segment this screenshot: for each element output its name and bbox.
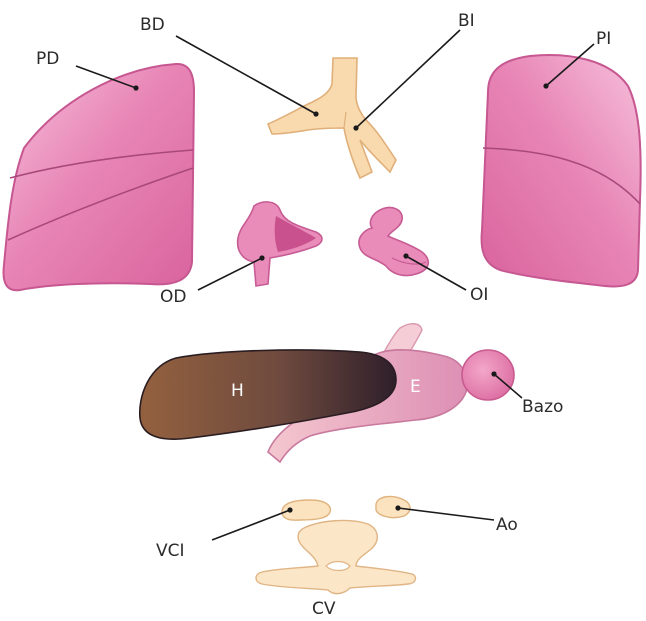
leader-bi <box>356 30 460 128</box>
left-atrium <box>359 208 428 276</box>
aorta <box>376 497 410 518</box>
leader-pi-dot <box>543 83 548 88</box>
label-oi: OI <box>470 285 488 305</box>
leader-od-dot <box>259 255 264 260</box>
leader-vci-dot <box>287 507 292 512</box>
vertebral-body <box>256 521 415 594</box>
label-vci: VCI <box>156 541 185 561</box>
spleen <box>462 350 514 400</box>
leader-ao-dot <box>395 505 400 510</box>
right-lung <box>4 64 194 290</box>
leader-bd-dot <box>313 111 318 116</box>
label-bd: BD <box>140 15 165 35</box>
leader-oi-dot <box>403 253 408 258</box>
label-pi: PI <box>596 29 611 49</box>
right-atrium <box>238 202 322 286</box>
label-bi: BI <box>458 11 475 31</box>
left-lung <box>482 55 641 286</box>
leader-bazo-dot <box>491 371 496 376</box>
leader-vci <box>212 510 290 540</box>
label-od: OD <box>160 287 186 307</box>
label-pd: PD <box>36 49 59 69</box>
label-bazo: Bazo <box>522 397 563 417</box>
leader-bd <box>176 36 316 114</box>
bronchi <box>268 58 396 178</box>
label-cv: CV <box>312 599 336 619</box>
leader-bi-dot <box>353 125 358 130</box>
leader-ao <box>398 508 494 520</box>
leader-od <box>198 258 262 290</box>
label-h: H <box>231 381 244 401</box>
label-ao: Ao <box>496 515 518 535</box>
label-e: E <box>410 377 421 397</box>
leader-pd-dot <box>133 85 138 90</box>
